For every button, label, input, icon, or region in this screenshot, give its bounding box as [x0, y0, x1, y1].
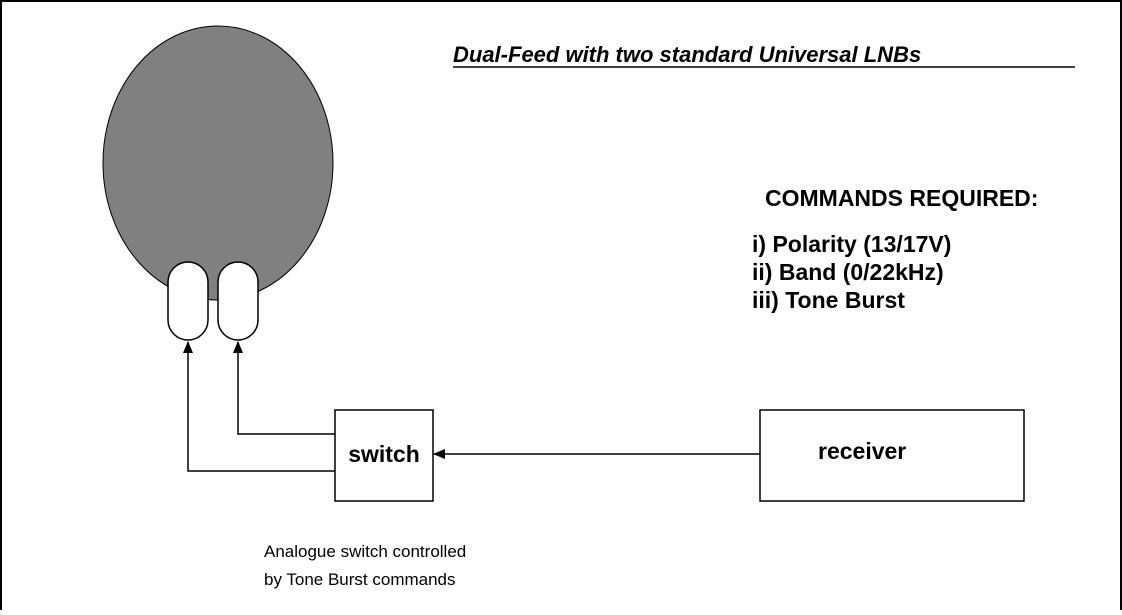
switch-label: switch — [348, 441, 420, 467]
commands-heading: COMMANDS REQUIRED: — [765, 185, 1038, 211]
receiver-box — [759, 409, 1025, 502]
lnb-left — [167, 261, 209, 341]
command-item-tone-burst: iii) Tone Burst — [752, 287, 905, 313]
switch-note-line-1: Analogue switch controlled — [264, 542, 466, 561]
wire-switch-to-lnb-right — [233, 341, 335, 435]
command-item-polarity: i) Polarity (13/17V) — [752, 231, 951, 257]
command-item-band: ii) Band (0/22kHz) — [752, 259, 944, 285]
switch-box — [334, 409, 434, 502]
receiver-label: receiver — [818, 438, 906, 464]
wire-switch-to-lnb-left — [183, 341, 335, 472]
satellite-dish — [102, 25, 334, 301]
lnb-right — [217, 261, 259, 341]
diagram-title: Dual-Feed with two standard Universal LN… — [453, 42, 921, 67]
switch-note-line-2: by Tone Burst commands — [264, 570, 456, 589]
